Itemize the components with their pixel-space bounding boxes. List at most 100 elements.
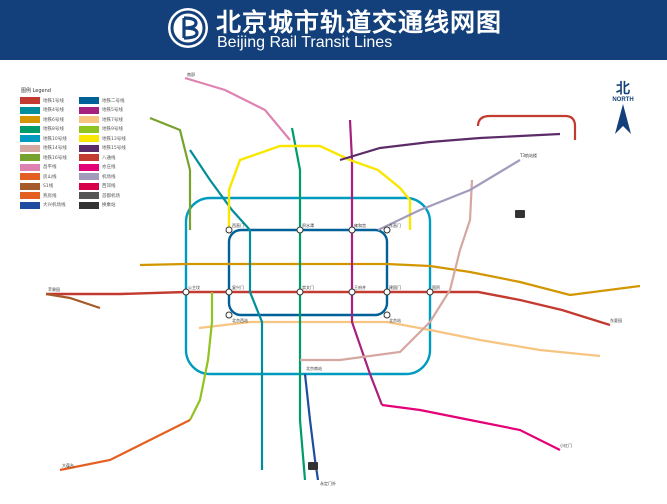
- legend-item: 地铁8号线: [20, 125, 76, 135]
- legend-label: 地铁15号线: [102, 146, 126, 152]
- legend-item: S1线: [20, 182, 76, 192]
- legend-swatch: [20, 135, 40, 143]
- legend-label: 燕房线: [43, 193, 57, 199]
- station-label[interactable]: 雍和宫: [354, 222, 366, 228]
- legend-item: 地铁6号线: [20, 115, 76, 125]
- interchange-station-icon[interactable]: [296, 226, 304, 234]
- line-8: [290, 127, 307, 481]
- page-title: 北京城市轨道交通线网图: [216, 8, 503, 37]
- legend-item: 亦庄线: [79, 163, 135, 173]
- line-9: [189, 292, 214, 421]
- logo-mark-icon: [169, 9, 207, 47]
- legend-label: 首都机场: [102, 193, 120, 199]
- rail-map[interactable]: 崇文门 复兴门 王府井 建国门 国贸 公主坟 西直门 东直门 雍和宫 积水潭 北…: [0, 60, 667, 500]
- station-label[interactable]: 建国门: [389, 284, 401, 290]
- station-label[interactable]: 公主坟: [188, 284, 200, 290]
- legend-swatch: [79, 135, 99, 143]
- legend-item: 地铁16号线: [20, 153, 76, 163]
- line-fangshan: [59, 419, 191, 472]
- legend-label: 大兴机场线: [43, 203, 66, 209]
- legend-swatch: [79, 116, 99, 124]
- legend-swatch: [20, 125, 40, 133]
- legend-label: 八通线: [102, 155, 116, 161]
- legend-swatch: [79, 163, 99, 171]
- station-label[interactable]: 永定门外: [320, 480, 336, 486]
- legend-swatch: [79, 182, 99, 190]
- line-14: [300, 179, 474, 362]
- legend-label: 地铁6号线: [43, 117, 64, 123]
- legend-grid: 地铁1号线 地铁二号线 地铁4号线 地铁5号线 地铁6号线 地铁7号线 地铁8号…: [20, 96, 170, 210]
- station-label[interactable]: 北京站: [389, 317, 401, 323]
- legend-item: 地铁10号线: [20, 134, 76, 144]
- legend-item: 西郊线: [79, 182, 135, 192]
- legend-label: 地铁14号线: [43, 146, 67, 152]
- legend-swatch: [79, 97, 99, 105]
- line-1: [46, 290, 611, 327]
- legend-item: 地铁4号线: [20, 106, 76, 116]
- legend-swatch: [20, 201, 40, 209]
- north-label: 北: [616, 81, 630, 97]
- station-label[interactable]: 北京西站: [232, 317, 248, 323]
- line-airport: [377, 159, 521, 231]
- station-label[interactable]: 东夏园: [610, 317, 622, 323]
- line-5: [348, 119, 384, 406]
- legend-label: 房山线: [43, 174, 57, 180]
- north-arrow-icon: [615, 104, 631, 134]
- legend-swatch: [79, 106, 99, 114]
- interchange-station-icon[interactable]: [383, 311, 391, 319]
- interchange-station-icon[interactable]: [426, 288, 434, 296]
- legend-swatch: [79, 201, 99, 209]
- interchange-station-icon[interactable]: [225, 288, 233, 296]
- legend-label: 亦庄线: [102, 165, 116, 171]
- station-label[interactable]: 国贸: [432, 284, 440, 290]
- legend-swatch: [79, 173, 99, 181]
- north-compass: 北 NORTH: [598, 82, 648, 140]
- interchange-station-icon[interactable]: [383, 288, 391, 296]
- interchange-station-icon[interactable]: [225, 311, 233, 319]
- legend-item: 换乘站: [79, 201, 135, 211]
- legend-swatch: [20, 116, 40, 124]
- station-label[interactable]: 复兴门: [232, 284, 244, 290]
- legend-label: 地铁8号线: [43, 127, 64, 133]
- interchange-station-icon[interactable]: [225, 226, 233, 234]
- station-label[interactable]: 北京南站: [306, 365, 322, 371]
- legend-label: 地铁二号线: [102, 98, 125, 104]
- station-label[interactable]: 苹果园: [48, 286, 60, 292]
- legend-label: 地铁1号线: [43, 98, 64, 104]
- legend-swatch: [79, 154, 99, 162]
- legend-item: 地铁9号线: [79, 125, 135, 135]
- legend-label: 换乘站: [102, 203, 116, 209]
- station-label[interactable]: 王府井: [354, 284, 366, 290]
- legend-item: 房山线: [20, 172, 76, 182]
- legend-item: 地铁1号线: [20, 96, 76, 106]
- airport-icon: [308, 210, 525, 470]
- legend-label: 机场线: [102, 174, 116, 180]
- interchange-station-icon[interactable]: [296, 288, 304, 296]
- station-label[interactable]: 积水潭: [302, 222, 314, 228]
- legend-swatch: [79, 125, 99, 133]
- station-label[interactable]: T3航站楼: [519, 152, 537, 158]
- legend-item: 地铁15号线: [79, 144, 135, 154]
- legend-label: 地铁4号线: [43, 108, 64, 114]
- legend-label: 西郊线: [102, 184, 116, 190]
- legend-label: 地铁9号线: [102, 127, 123, 133]
- legend-item: 燕房线: [20, 191, 76, 201]
- interchange-station-icon[interactable]: [348, 288, 356, 296]
- station-label[interactable]: 南邵: [187, 71, 195, 77]
- legend-swatch: [20, 163, 40, 171]
- station-label[interactable]: 崇文门: [302, 284, 314, 290]
- station-label[interactable]: 东直门: [389, 222, 401, 228]
- interchange-station-icon[interactable]: [182, 288, 190, 296]
- interchange-station-icon[interactable]: [348, 226, 356, 234]
- station-label[interactable]: 小红门: [560, 442, 572, 448]
- line-15: [339, 132, 561, 162]
- legend-item: 昌平线: [20, 163, 76, 173]
- legend-item: 大兴机场线: [20, 201, 76, 211]
- station-label[interactable]: 西直门: [232, 222, 244, 228]
- interchange-station-icon[interactable]: [383, 226, 391, 234]
- legend-item: 地铁13号线: [79, 134, 135, 144]
- line-13: [227, 144, 412, 230]
- legend-item: 首都机场: [79, 191, 135, 201]
- station-label[interactable]: 大葆台: [62, 462, 74, 468]
- line-10-loop: [184, 196, 432, 376]
